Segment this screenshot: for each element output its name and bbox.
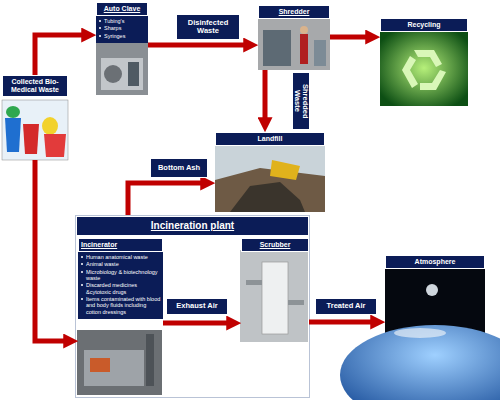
bins-photo [2, 100, 68, 160]
bullet-item: Tubing's [99, 18, 146, 24]
node-heading: Recycling [380, 18, 468, 32]
process-box: Scrubber [241, 238, 309, 343]
incinerator-photo [77, 330, 162, 395]
edge-label-box: Treated Air [315, 298, 377, 315]
incinerator-machine [84, 350, 144, 386]
node-heading: Incineration plant [76, 216, 309, 236]
incinerator-stack [146, 334, 154, 386]
edge-label: Disinfected Waste [178, 19, 238, 36]
autoclave-door [104, 65, 122, 83]
output-box: Landfill [215, 132, 325, 212]
flow-arrow [163, 321, 227, 326]
bullet-panel: Tubing'sSharpsSyringes [96, 16, 148, 43]
bullet-item: Syringes [99, 33, 146, 39]
flow-arrow [330, 35, 366, 40]
bullet-panel: Human anatomical wasteAnimal wasteMicrob… [78, 252, 163, 319]
autoclave-photo [96, 40, 148, 95]
node-heading: Shredder [258, 5, 330, 19]
landfill-photo [215, 145, 325, 212]
source-box: Collected Bio-Medical Waste [2, 75, 68, 160]
scrubber-pipe [246, 280, 262, 285]
node-heading: Landfill [215, 132, 325, 146]
moon [426, 284, 438, 296]
process-box: IncineratorHuman anatomical wasteAnimal … [78, 238, 163, 396]
bullet-item: Sharps [99, 25, 146, 31]
scrubber-photo [240, 250, 308, 342]
process-box: Shredder [258, 5, 330, 70]
recycle-arrow [402, 56, 418, 88]
flow-arrow [309, 320, 371, 325]
earth [340, 325, 500, 400]
edge-label: Bottom Ash [158, 164, 200, 172]
cloud [394, 328, 446, 338]
edge-label: Exhaust Air [176, 302, 217, 310]
node-heading: Atmosphere [385, 255, 485, 269]
flow-arrow [35, 35, 82, 75]
shredder-bin [314, 40, 326, 66]
node-heading: Collected Bio-Medical Waste [2, 75, 68, 97]
worker-head [300, 26, 308, 34]
edge-label: Shredded Waste [293, 74, 310, 128]
edge-label-box: Shredded Waste [292, 72, 310, 130]
edge-label-box: Disinfected Waste [176, 14, 240, 40]
edge-label-box: Bottom Ash [150, 158, 208, 178]
red-bin [23, 124, 39, 154]
output-box: Atmosphere [385, 255, 485, 345]
shredder-machine [263, 30, 291, 66]
blue-bin [5, 118, 21, 152]
yellow-bag [42, 117, 58, 135]
recycle-arrow [420, 70, 446, 90]
flow-arrow [35, 160, 64, 341]
recycle-arrow [414, 50, 442, 67]
autoclave-machine [101, 58, 143, 90]
bullet-item: Discarded medicines &cytotoxic drugs [81, 282, 161, 295]
shredder-photo [258, 18, 330, 70]
edge-label: Treated Air [327, 302, 366, 310]
flow-arrow [128, 183, 201, 215]
bullet-item: Items contaminated with blood and body f… [81, 296, 161, 315]
autoclave-panel [128, 62, 139, 86]
node-heading: Auto Clave [96, 2, 148, 16]
red-bin [44, 134, 66, 157]
recycling-image [380, 30, 468, 106]
bullet-item: Animal waste [81, 261, 161, 267]
incinerator-door [90, 358, 110, 372]
flow-arrow [263, 70, 268, 118]
scrubber-tower [262, 262, 288, 334]
node-heading: Incinerator [78, 238, 163, 252]
output-box: Recycling [380, 18, 468, 106]
flow-arrow [148, 43, 244, 48]
node-heading: Scrubber [241, 238, 309, 252]
bullet-item: Microbiology & biotechnology waste [81, 269, 161, 282]
worker [300, 34, 308, 64]
landfill-ground [215, 168, 325, 212]
edge-label-box: Exhaust Air [166, 298, 228, 315]
scrubber-pipe [288, 300, 304, 305]
bullet-item: Human anatomical waste [81, 254, 161, 260]
truck [270, 160, 300, 180]
waste-pile [230, 182, 305, 212]
green-bag [6, 106, 20, 118]
process-box: Auto ClaveTubing'sSharpsSyringes [96, 2, 148, 95]
